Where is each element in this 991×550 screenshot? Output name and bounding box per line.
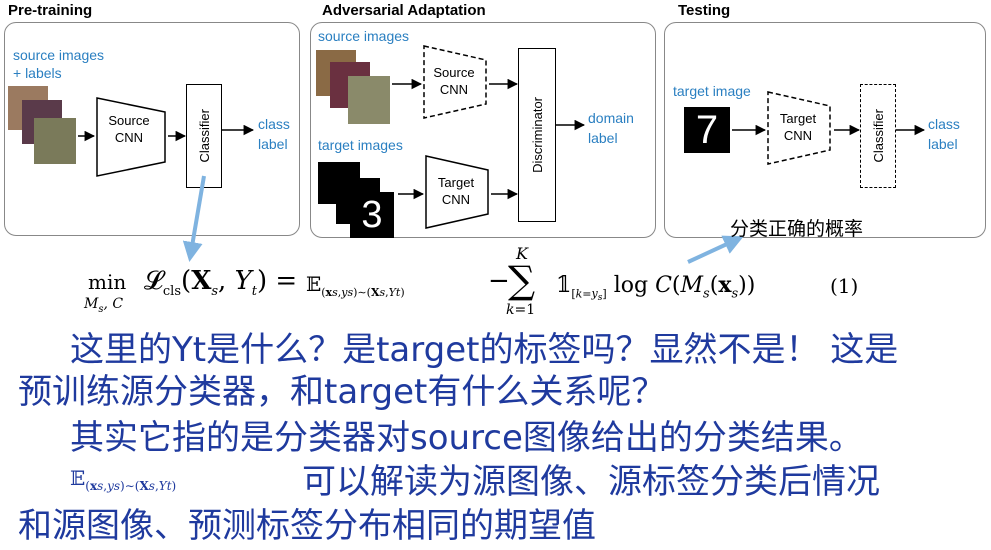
- classifier-box-dashed: Classifier: [860, 84, 896, 188]
- target-cnn-encoder-dashed: [767, 91, 831, 165]
- target-cnn-label: Target CNN: [779, 111, 817, 143]
- source-cnn-label: Source CNN: [433, 65, 475, 97]
- domain-label-output: domain label: [588, 110, 634, 146]
- target-cnn-label: Target CNN: [437, 175, 475, 207]
- adversarial-title: Adversarial Adaptation: [322, 2, 486, 19]
- target-digit-7: 7: [684, 107, 730, 153]
- discriminator-box: Discriminator: [518, 48, 556, 222]
- target-images-label: target images: [318, 137, 403, 153]
- source-image-thumb: [34, 118, 76, 164]
- expectation-symbol: 𝔼(xs,ys)∼(Xs,Yt): [70, 466, 177, 493]
- source-cnn-encoder: [96, 97, 166, 177]
- source-cnn-encoder-dashed: [423, 45, 487, 119]
- note-line-2: 预训练源分类器，和target有什么关系呢？: [18, 372, 666, 412]
- pretraining-title: Pre-training: [8, 2, 93, 19]
- note-line-1: 这里的Yt是什么？是target的标签吗？显然不是！ 这是: [70, 330, 899, 370]
- annotation-classification-probability: 分类正确的概率: [730, 218, 864, 240]
- testing-title: Testing: [678, 2, 731, 19]
- target-digit: 3: [350, 192, 394, 238]
- source-image-thumb: [348, 76, 390, 124]
- note-line-5: 和源图像、预测标签分布相同的期望值: [18, 506, 596, 546]
- target-cnn-encoder: [425, 155, 489, 229]
- note-line-4: 可以解读为源图像、源标签分类后情况: [302, 462, 880, 502]
- source-images-labels-label: source images + labels: [13, 47, 105, 81]
- class-label-output: class label: [258, 116, 290, 152]
- source-images-label: source images: [318, 28, 410, 44]
- target-image-label: target image: [673, 83, 751, 99]
- equation-number: (1): [830, 274, 859, 298]
- source-cnn-label: Source CNN: [108, 113, 150, 145]
- note-line-3: 其实它指的是分类器对source图像给出的分类结果。: [70, 418, 863, 458]
- class-label-output: class label: [928, 116, 960, 152]
- loss-equation: min Ms, C 𝓛cls(Xs, Yt) = 𝔼(xs,ys)∼(Xs,Yt…: [84, 244, 859, 318]
